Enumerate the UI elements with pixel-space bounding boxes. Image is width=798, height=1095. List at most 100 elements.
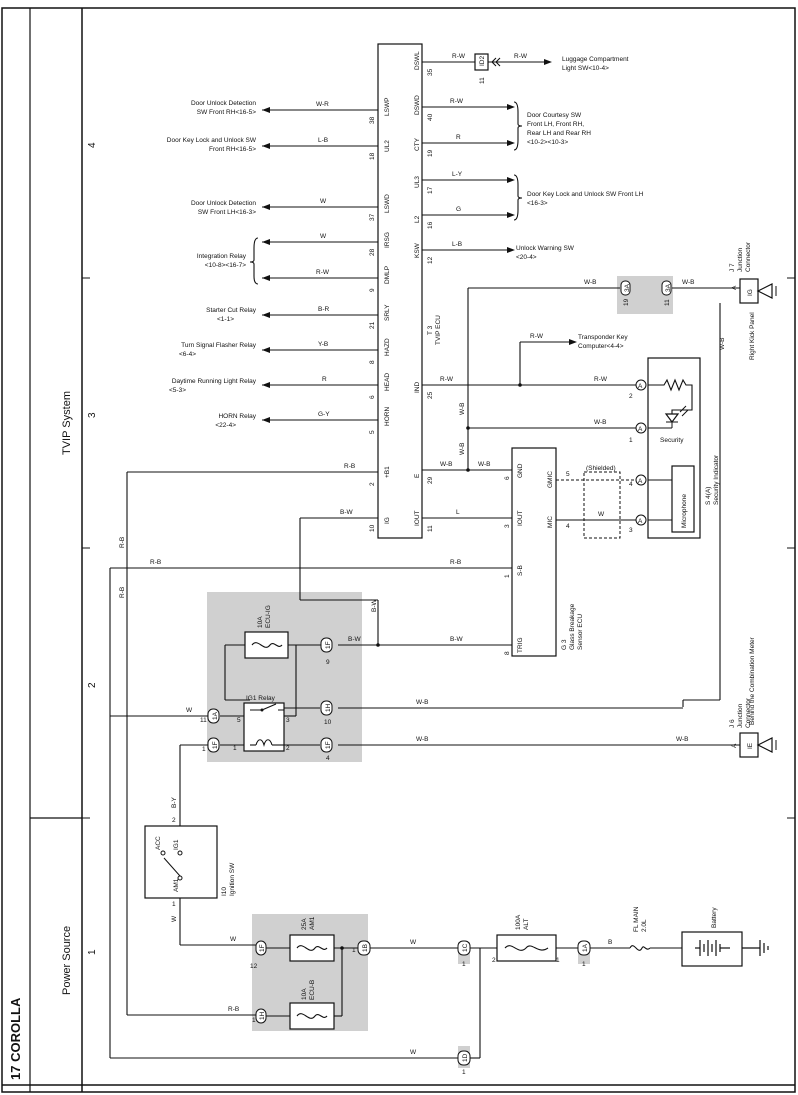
- gb-pin-label: GND: [517, 463, 524, 478]
- label-behind-combination-meter: Behind the Combination Meter: [749, 636, 756, 725]
- svg-text:1: 1: [172, 901, 176, 908]
- svg-text:Junction: Junction: [737, 247, 744, 272]
- ecu-pin-label: HORN: [384, 407, 391, 426]
- svg-text:W: W: [230, 936, 237, 943]
- svg-text:11: 11: [200, 717, 207, 724]
- label-integration: Integration Relay: [197, 253, 247, 260]
- svg-text:<10-8><16-7>: <10-8><16-7>: [205, 262, 246, 269]
- svg-text:W-B: W-B: [416, 736, 429, 743]
- ecu-left-pins: LSWP38UL218LSWD37IRSG28DMLP9SRLY21HAZD8H…: [369, 98, 391, 532]
- svg-text:W-B: W-B: [459, 442, 466, 455]
- svg-text:B-W: B-W: [348, 636, 362, 643]
- ig1-relay: [243, 702, 285, 752]
- ecu-pin-label: DSWL: [414, 51, 421, 70]
- svg-text:J 6: J 6: [729, 719, 736, 728]
- svg-text:W-B: W-B: [440, 461, 453, 468]
- svg-text:B-W: B-W: [371, 599, 378, 613]
- gb-pin-label: MIC: [547, 516, 554, 528]
- svg-text:ECU-B: ECU-B: [309, 980, 316, 1000]
- svg-text:W-B: W-B: [682, 279, 695, 286]
- svg-text:R-B: R-B: [119, 537, 126, 548]
- gb-pin-label: GMIC: [547, 471, 554, 488]
- svg-text:Junction: Junction: [737, 703, 744, 728]
- ecu-right-pins: DSWL35DSWD40CTY19UL317L216KSW12IND25E29I…: [414, 51, 434, 532]
- svg-text:1F: 1F: [212, 741, 219, 749]
- label-horn: HORN Relay: [218, 413, 256, 420]
- svg-text:Front RH<16-5>: Front RH<16-5>: [209, 146, 256, 153]
- ecu-b-fuse: [289, 1002, 335, 1030]
- ecu-pin-label: UL2: [384, 140, 391, 152]
- ecu-pin-number: 25: [427, 391, 434, 399]
- svg-text:25A: 25A: [301, 918, 308, 930]
- ecu-pin-label: KSW: [414, 242, 421, 258]
- svg-text:Light SW<10-4>: Light SW<10-4>: [562, 65, 609, 72]
- ecu-pin-number: 5: [369, 430, 376, 434]
- svg-text:R-W: R-W: [452, 53, 466, 60]
- svg-text:4: 4: [629, 481, 633, 488]
- gb-pin-label: IOUT: [517, 510, 524, 526]
- svg-text:2: 2: [492, 957, 496, 964]
- svg-text:5: 5: [566, 471, 570, 478]
- svg-text:10A: 10A: [257, 616, 264, 628]
- ecu-pin-label: +B1: [384, 466, 391, 478]
- ecu-pin-number: 29: [427, 476, 434, 484]
- svg-text:AM1: AM1: [309, 916, 316, 930]
- zone-1: 1: [87, 949, 98, 955]
- fl-main-fusible-link: [629, 945, 651, 951]
- svg-text:1: 1: [556, 957, 560, 964]
- page-title: 17 COROLLA: [8, 997, 23, 1080]
- svg-text:19: 19: [623, 298, 630, 306]
- svg-text:R: R: [456, 134, 461, 141]
- svg-text:1: 1: [462, 961, 466, 968]
- svg-text:W: W: [186, 707, 193, 714]
- svg-text:Y-B: Y-B: [318, 341, 328, 348]
- svg-text:1A: 1A: [582, 943, 589, 952]
- svg-text:L-Y: L-Y: [452, 171, 463, 178]
- svg-text:SW Front RH<16-5>: SW Front RH<16-5>: [197, 109, 256, 116]
- svg-text:B-W: B-W: [340, 509, 354, 516]
- svg-text:I10: I10: [221, 887, 228, 896]
- svg-text:11: 11: [664, 299, 671, 306]
- svg-text:R-B: R-B: [344, 463, 355, 470]
- svg-text:IG: IG: [747, 289, 754, 296]
- svg-text:A: A: [731, 743, 738, 748]
- svg-text:B-W: B-W: [450, 636, 464, 643]
- svg-text:3A: 3A: [624, 283, 631, 292]
- section-power: Power Source: [61, 926, 73, 995]
- label-dud-rh: Door Unlock Detection: [191, 100, 256, 107]
- svg-text:3: 3: [629, 527, 633, 534]
- svg-text:R-W: R-W: [514, 53, 528, 60]
- svg-text:IG1 Relay: IG1 Relay: [246, 695, 276, 702]
- label-dkl-lh: Door Key Lock and Unlock SW Front LH: [527, 191, 644, 198]
- svg-text:<5-3>: <5-3>: [169, 387, 186, 394]
- gb-pin-number: 3: [504, 524, 511, 528]
- ecu-pin-number: 28: [369, 248, 376, 256]
- svg-text:W: W: [320, 198, 327, 205]
- svg-text:W-B: W-B: [584, 279, 597, 286]
- svg-text:R-W: R-W: [594, 376, 608, 383]
- svg-text:<6-4>: <6-4>: [179, 351, 196, 358]
- ecu-pin-number: 18: [369, 152, 376, 160]
- svg-text:R-B: R-B: [119, 587, 126, 598]
- svg-text:2: 2: [172, 817, 176, 824]
- svg-text:G-Y: G-Y: [318, 411, 330, 418]
- ecu-pin-label: DSWD: [414, 95, 421, 115]
- ecu-pin-label: IG: [384, 517, 391, 524]
- ecu-pin-number: 17: [427, 186, 434, 194]
- ecu-pin-label: LSWP: [384, 98, 391, 116]
- zone-4: 4: [87, 142, 98, 148]
- svg-text:Ignition SW: Ignition SW: [229, 862, 236, 896]
- label-unlock-warning: Unlock Warning SW: [516, 245, 575, 252]
- svg-text:<20-4>: <20-4>: [516, 254, 537, 261]
- ecu-pin-number: 9: [369, 288, 376, 292]
- svg-text:1F: 1F: [259, 944, 266, 952]
- svg-text:11: 11: [479, 77, 486, 84]
- svg-text:W-B: W-B: [594, 419, 607, 426]
- svg-text:10A: 10A: [301, 988, 308, 1000]
- ecu-pin-number: 6: [369, 395, 376, 399]
- svg-text:R-W: R-W: [440, 376, 454, 383]
- svg-text:Microphone: Microphone: [681, 494, 688, 528]
- svg-text:5: 5: [237, 717, 241, 724]
- svg-text:ECU-IG: ECU-IG: [265, 605, 272, 628]
- ecu-pin-label: HAZD: [384, 338, 391, 356]
